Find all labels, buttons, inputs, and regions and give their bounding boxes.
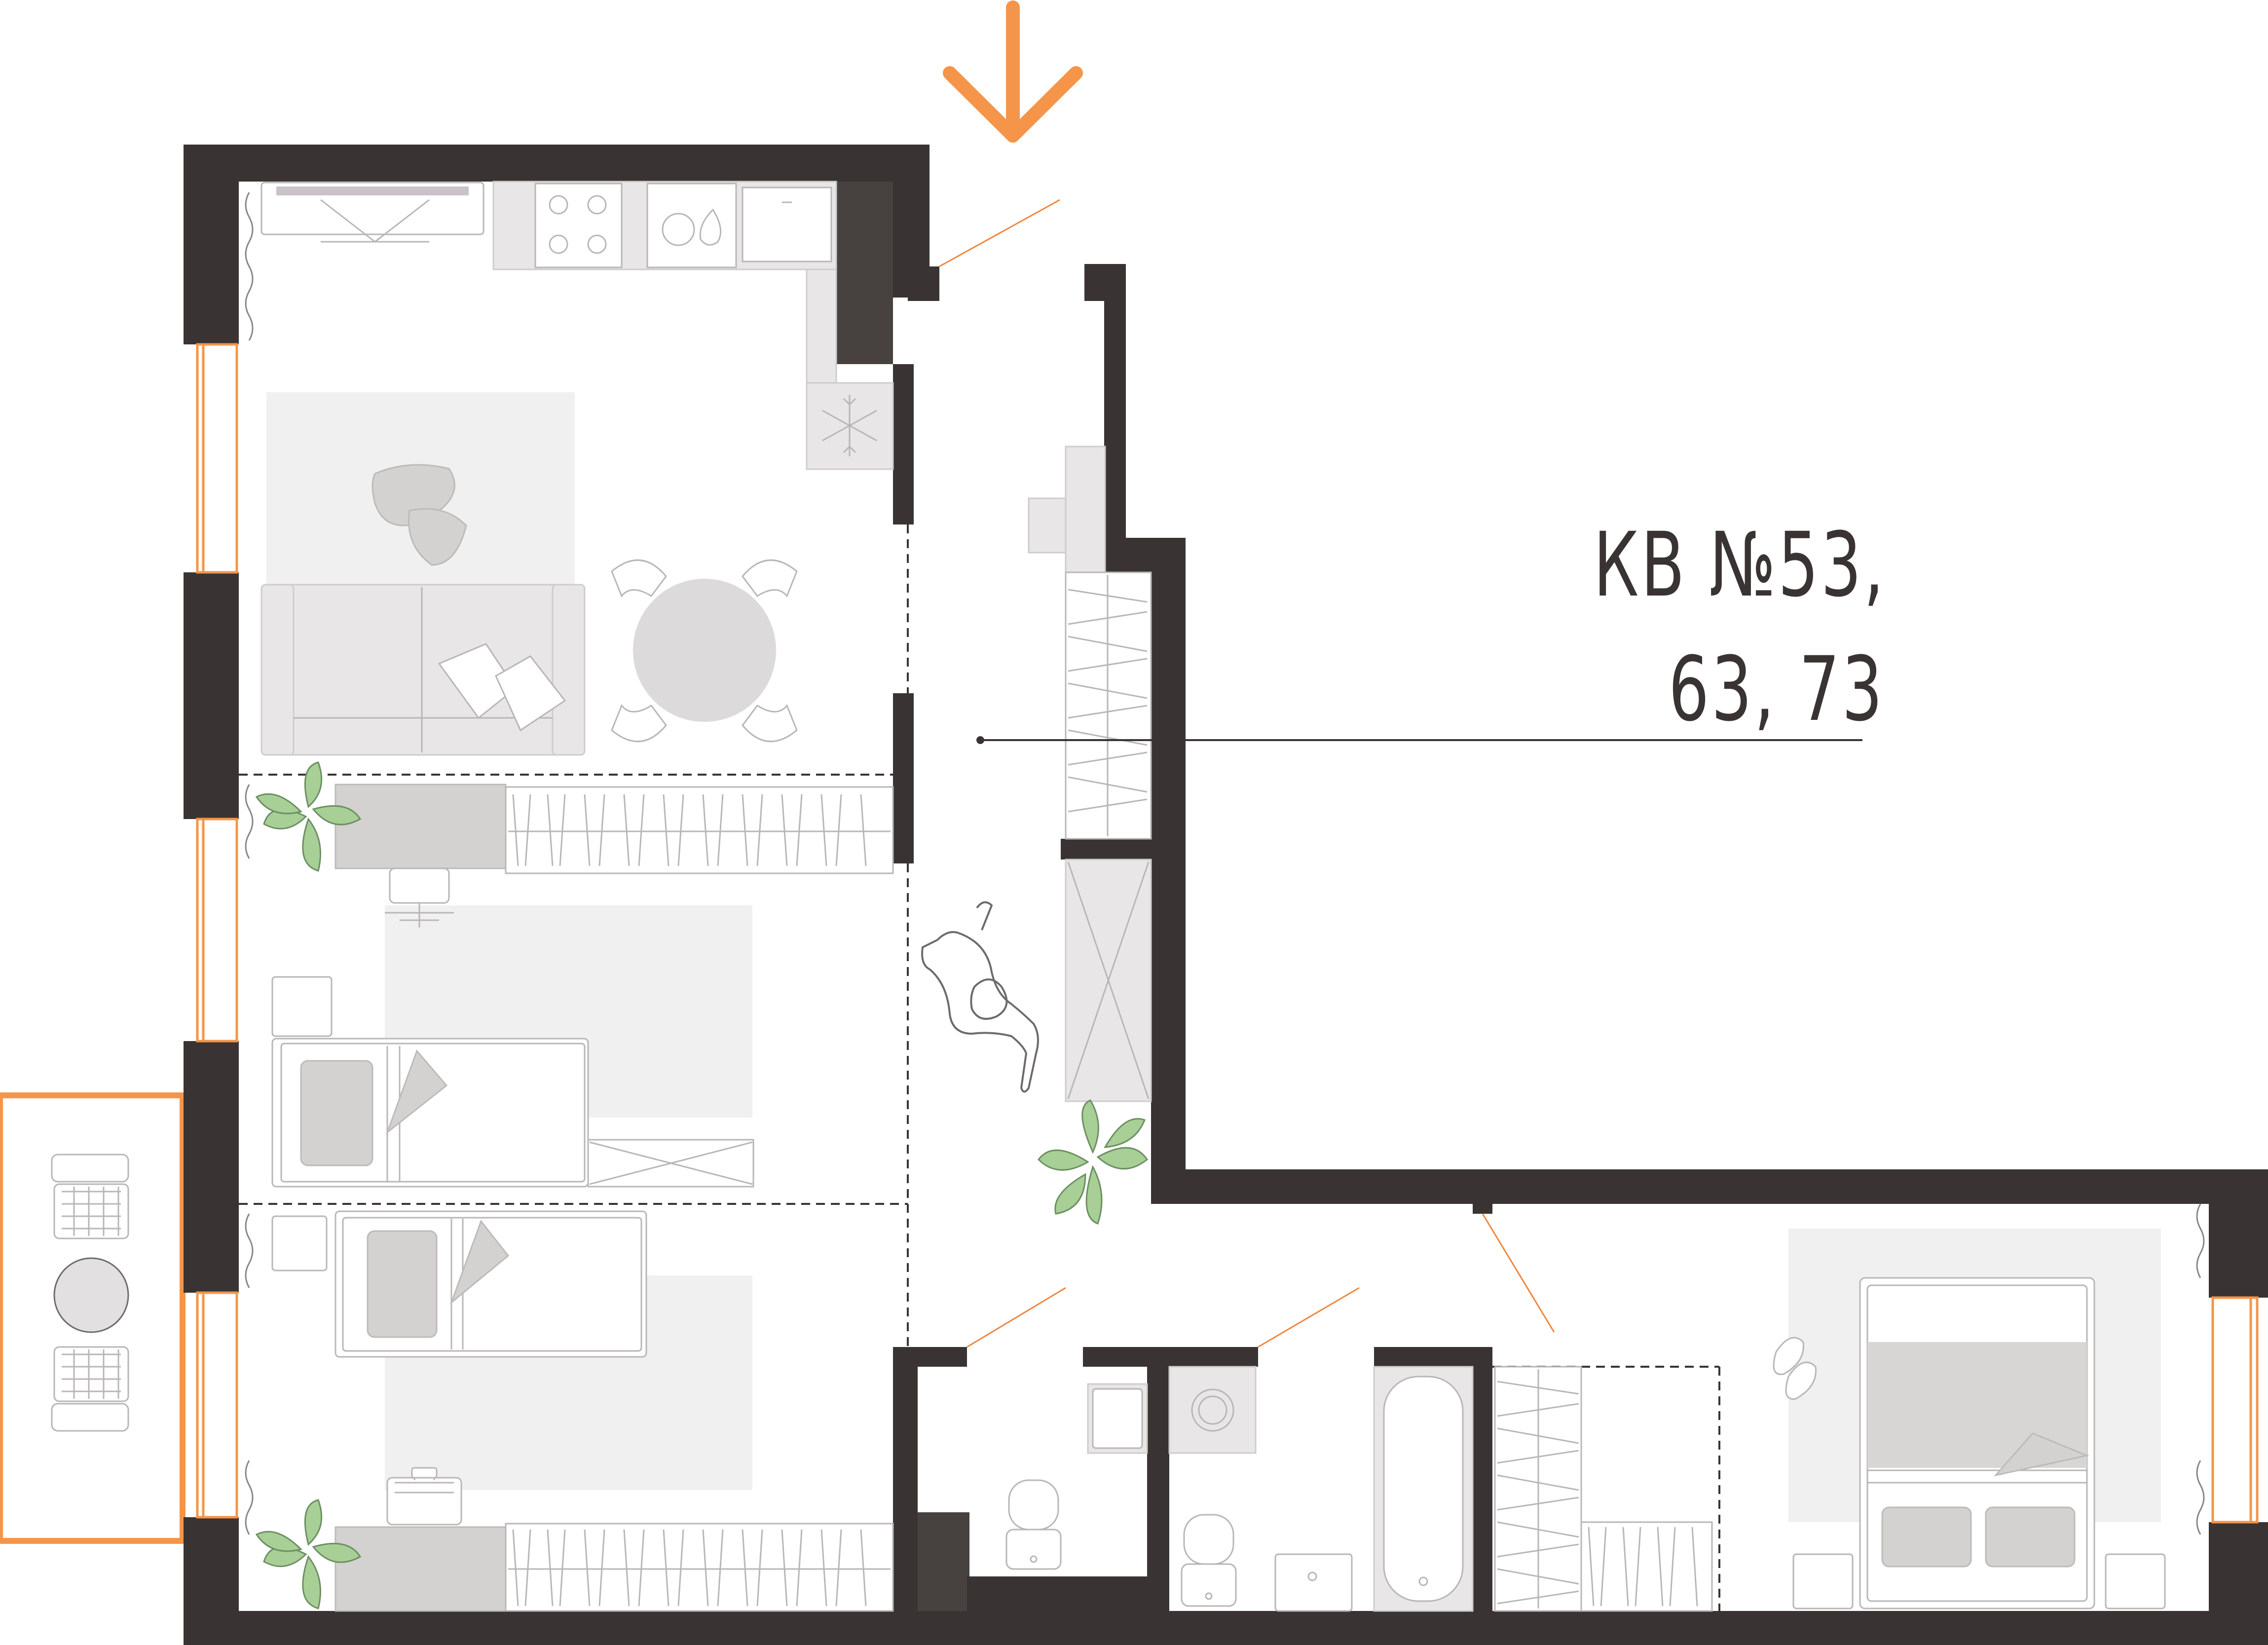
washing-machine — [1168, 1366, 1257, 1454]
plant-icon — [255, 761, 362, 872]
zone-dividers — [239, 524, 1720, 1611]
label-leader — [976, 736, 1862, 744]
stove — [534, 183, 623, 268]
master-bedroom — [1494, 1277, 2166, 1612]
entrance-arrow-icon — [943, 0, 1083, 143]
double-bed — [1859, 1277, 2095, 1609]
chair — [386, 1467, 462, 1526]
curtains — [245, 192, 2205, 1535]
bathroom — [1005, 1366, 1474, 1612]
toilet — [1005, 1479, 1062, 1570]
apartment-label-line1: КВ №53, — [1593, 514, 1886, 617]
desk — [335, 784, 894, 928]
sofa — [260, 584, 586, 756]
wardrobe — [1494, 1366, 1582, 1612]
balcony — [0, 1092, 186, 1544]
walls — [184, 145, 2268, 1645]
corridor — [921, 446, 1152, 1225]
plant-icon — [255, 1499, 362, 1609]
sink — [646, 183, 737, 268]
bed — [335, 1210, 647, 1358]
toilet — [1181, 1514, 1237, 1607]
balcony-chair — [51, 1154, 129, 1239]
door-swings — [939, 199, 1555, 1348]
slippers-icon — [1773, 1337, 1817, 1400]
balcony-table — [53, 1257, 129, 1333]
bed — [271, 1038, 589, 1188]
bedroom-two — [255, 1210, 894, 1612]
wardrobe — [1065, 571, 1152, 840]
kitchen — [260, 181, 894, 756]
bench — [335, 1523, 894, 1612]
apartment-label: КВ №53, 63, 73 — [1594, 503, 1885, 752]
snowflake-icon — [822, 395, 877, 456]
bathtub — [1373, 1366, 1474, 1612]
person-icon — [921, 901, 1039, 1093]
apartment-label-line2: 63, 73 — [1668, 638, 1885, 741]
plant-icon — [1038, 1099, 1149, 1225]
dining-table — [611, 559, 798, 743]
balcony-chair — [51, 1346, 129, 1432]
kids-room — [255, 761, 894, 1188]
